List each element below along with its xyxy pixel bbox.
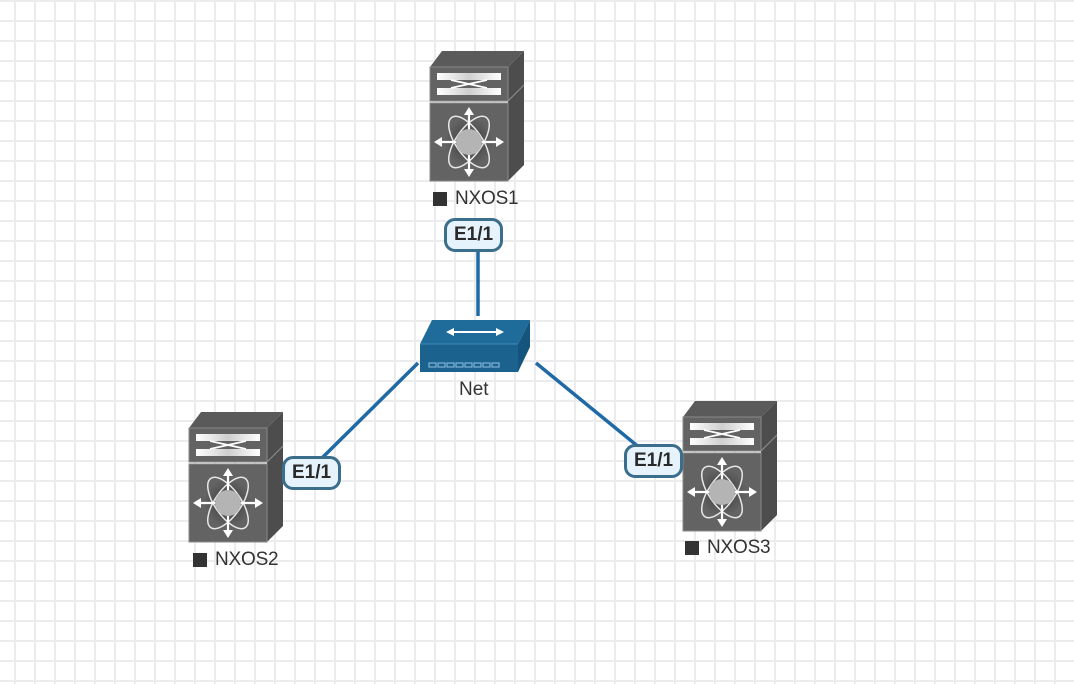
link-nxos3-net[interactable]: [534, 361, 642, 450]
port-badge-nxos3-e1-1[interactable]: E1/1: [624, 444, 684, 478]
stopped-square-icon: [685, 541, 699, 555]
node-label-nxos2: NXOS2: [193, 549, 279, 571]
node-label-nxos1: NXOS1: [433, 188, 519, 210]
nexus-switch-icon: [188, 412, 284, 543]
nexus-switch-icon: [682, 401, 778, 532]
link-nxos2-net[interactable]: [320, 361, 420, 460]
stopped-square-icon: [193, 553, 207, 567]
ethernet-switch-icon: [420, 320, 530, 372]
port-badge-nxos1-e1-1[interactable]: E1/1: [444, 218, 504, 252]
node-label-net: Net: [459, 379, 489, 400]
node-name: NXOS2: [215, 549, 279, 570]
node-name: NXOS3: [707, 537, 771, 558]
port-badge-nxos2-e1-1[interactable]: E1/1: [282, 456, 342, 490]
node-name: NXOS1: [455, 188, 519, 209]
nexus-switch-icon: [429, 51, 525, 182]
node-label-nxos3: NXOS3: [685, 537, 771, 559]
stopped-square-icon: [433, 192, 447, 206]
